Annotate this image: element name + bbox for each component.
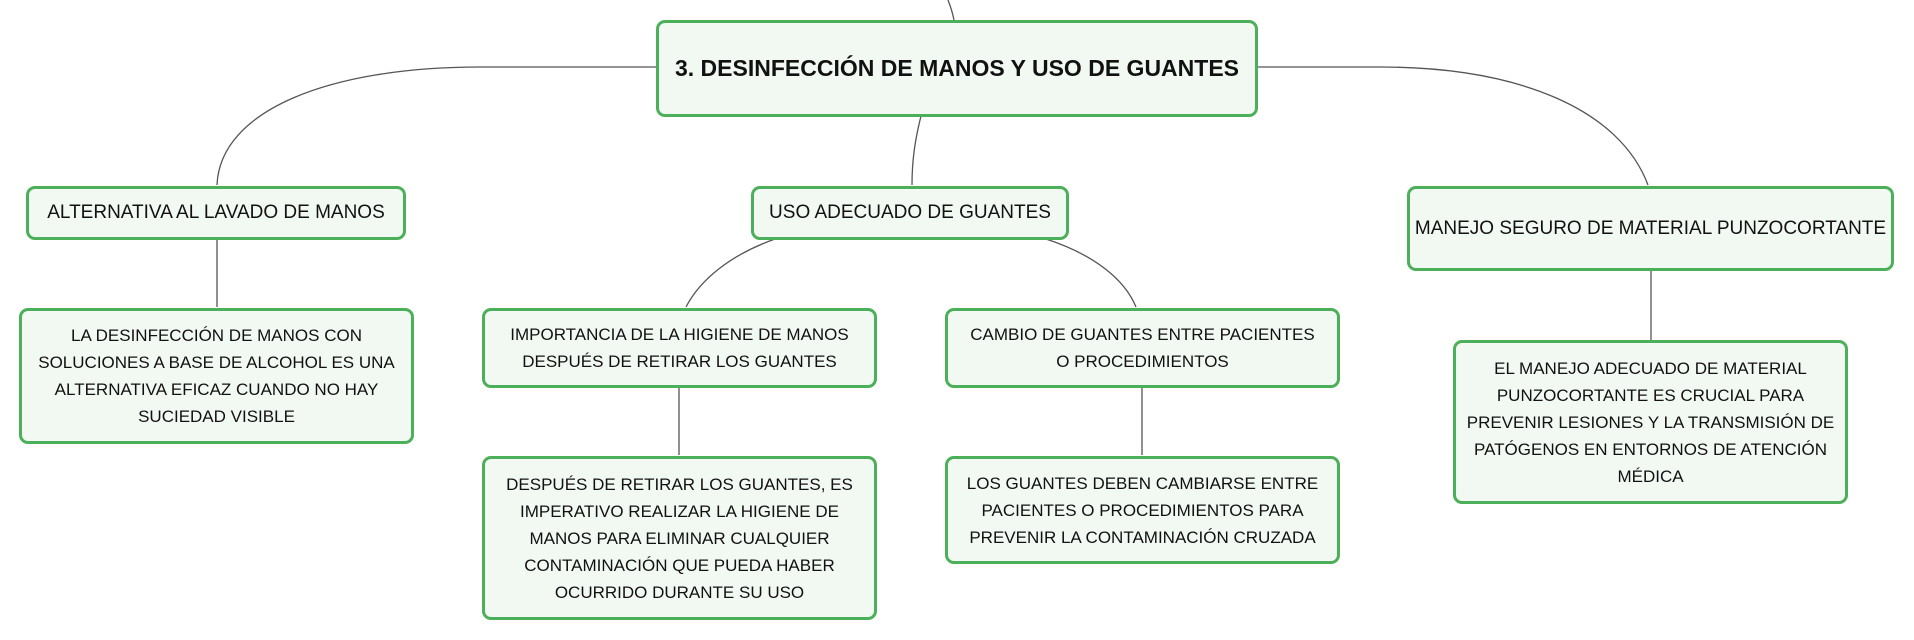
topic-label: EL MANEJO ADECUADO DE MATERIAL PUNZOCORT… [1466,358,1835,486]
topic-label: MANEJO SEGURO DE MATERIAL PUNZOCORTANTE [1414,217,1887,239]
root-topic[interactable]: 3. DESINFECCIÓN DE MANOS Y USO DE GUANTE… [656,20,1258,117]
topic-alternativa-detalle[interactable]: LA DESINFECCIÓN DE MANOS CON SOLUCIONES … [19,308,414,444]
topic-label: CAMBIO DE GUANTES ENTRE PACIENTES O PROC… [970,325,1315,371]
root-topic-label: 3. DESINFECCIÓN DE MANOS Y USO DE GUANTE… [674,55,1240,81]
topic-label: IMPORTANCIA DE LA HIGIENE DE MANOS DESPU… [510,325,849,371]
topic-uso-guantes[interactable]: USO ADECUADO DE GUANTES [751,186,1069,240]
topic-label: LA DESINFECCIÓN DE MANOS CON SOLUCIONES … [38,326,395,426]
topic-importancia-detalle[interactable]: DESPUÉS DE RETIRAR LOS GUANTES, ES IMPER… [482,456,877,620]
topic-label: USO ADECUADO DE GUANTES [769,202,1051,223]
topic-cambio-detalle[interactable]: LOS GUANTES DEBEN CAMBIARSE ENTRE PACIEN… [945,456,1340,564]
connector-root-to-alternativa [216,66,656,186]
topic-label: ALTERNATIVA AL LAVADO DE MANOS [47,202,385,223]
connector-parent-stub [947,0,955,21]
topic-manejo-detalle[interactable]: EL MANEJO ADECUADO DE MATERIAL PUNZOCORT… [1453,340,1848,504]
connector-root-to-uso-guantes [911,115,922,186]
topic-cambio-guantes[interactable]: CAMBIO DE GUANTES ENTRE PACIENTES O PROC… [945,308,1340,388]
topic-label: LOS GUANTES DEBEN CAMBIARSE ENTRE PACIEN… [966,473,1319,547]
connector-uso-guantes-to-cambio [1045,238,1137,308]
connector-root-to-manejo [1258,66,1649,186]
topic-alternativa-lavado[interactable]: ALTERNATIVA AL LAVADO DE MANOS [26,186,406,240]
topic-importancia-higiene[interactable]: IMPORTANCIA DE LA HIGIENE DE MANOS DESPU… [482,308,877,388]
topic-label: DESPUÉS DE RETIRAR LOS GUANTES, ES IMPER… [506,474,853,602]
topic-manejo-punzocortante[interactable]: MANEJO SEGURO DE MATERIAL PUNZOCORTANTE [1407,186,1894,271]
connector-uso-guantes-to-importancia [685,238,776,308]
